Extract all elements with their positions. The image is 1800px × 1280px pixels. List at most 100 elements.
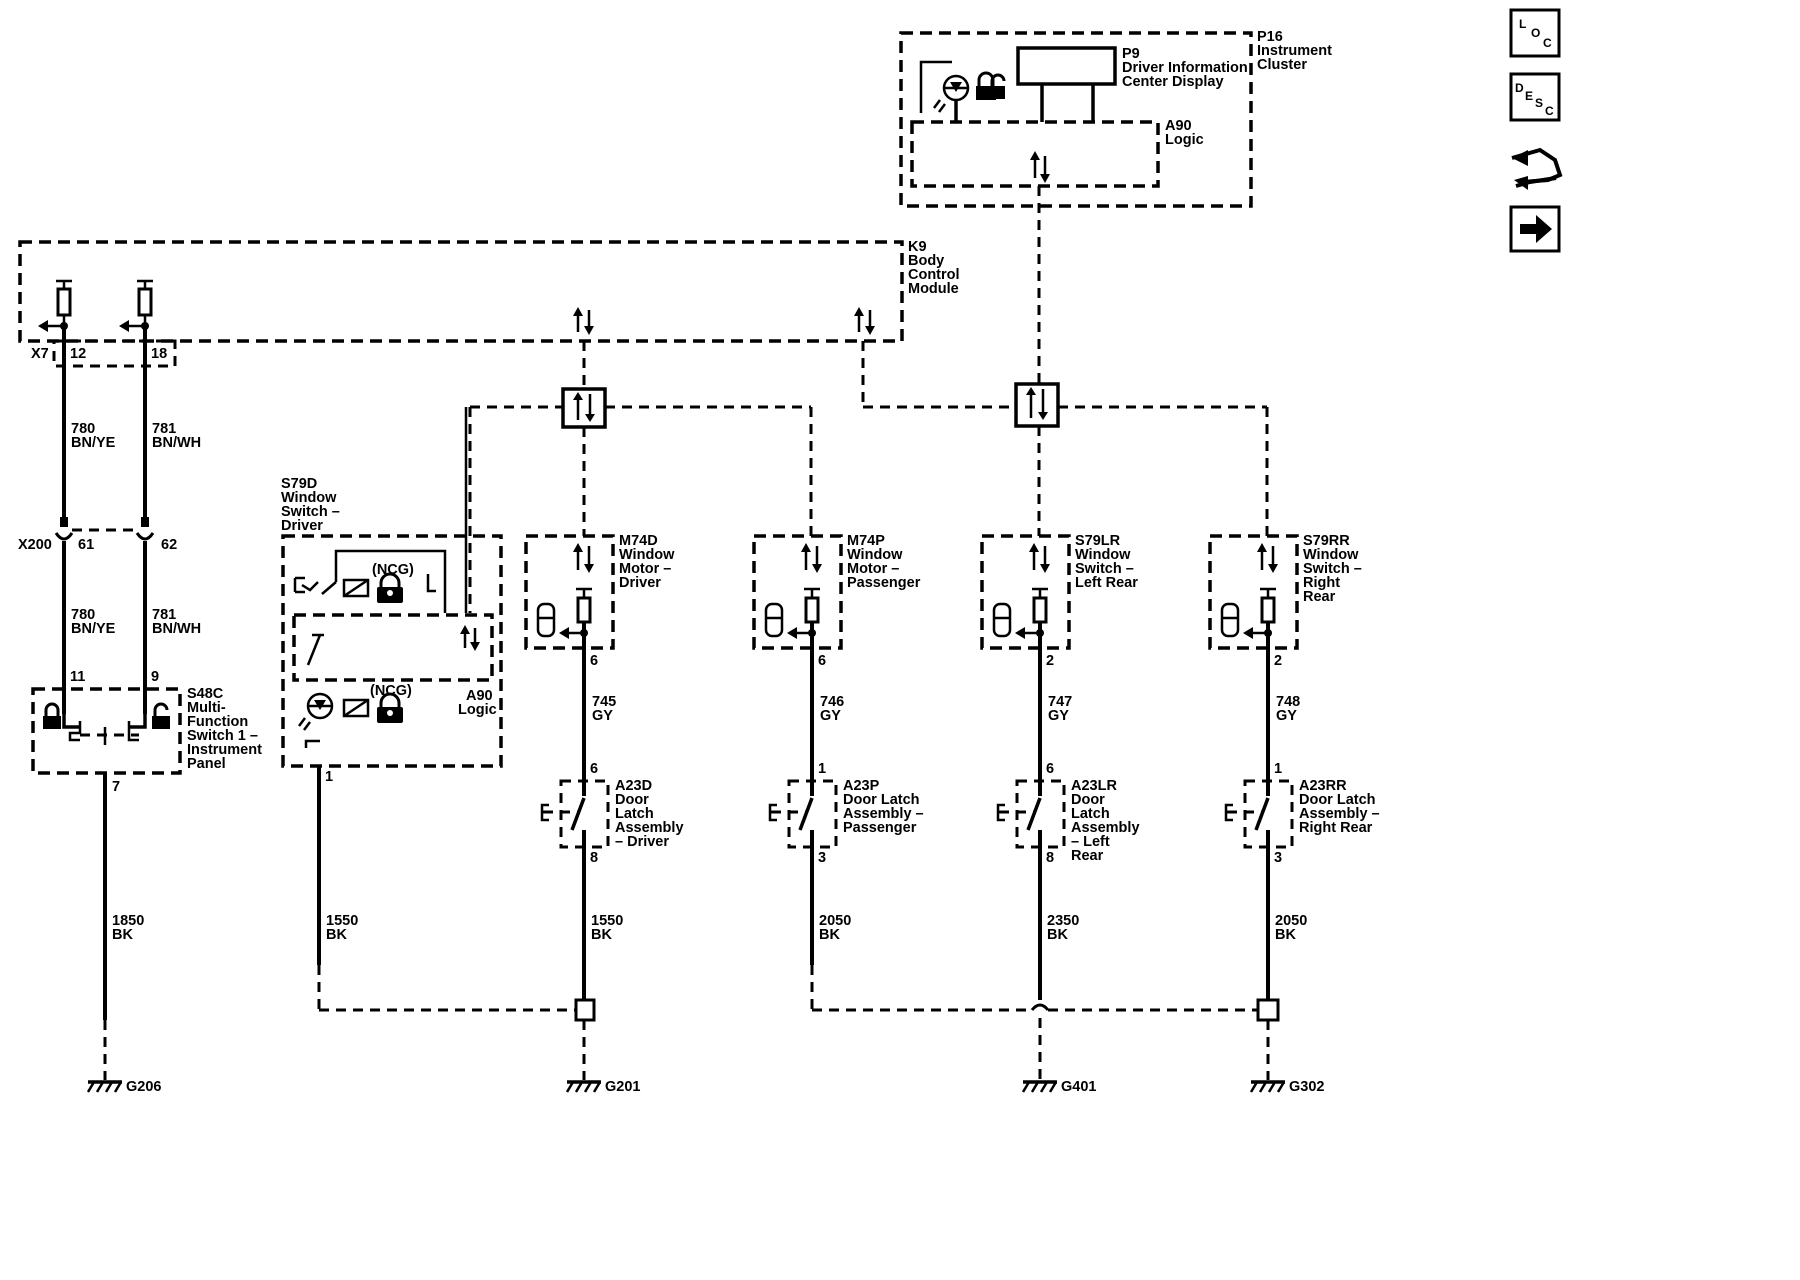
desc-letter-3: S <box>1535 96 1543 110</box>
w1550-switch-circuit: 1550 <box>326 913 358 929</box>
m74p-name-2: Motor – <box>847 561 899 577</box>
m74p-id: M74P <box>847 533 885 549</box>
s79d-id: S79D <box>281 476 317 492</box>
a23lr-name-3: Assembly <box>1071 820 1140 836</box>
a23lr-pin-out: 8 <box>1046 850 1054 866</box>
loc-letter-3: C <box>1543 36 1552 50</box>
g401-label: G401 <box>1061 1079 1096 1095</box>
window-icon <box>342 698 370 718</box>
p9-id: P9 <box>1122 46 1140 62</box>
w746-color: GY <box>820 708 841 724</box>
s79d-name-3: Driver <box>281 518 323 534</box>
s79d-window-switch-driver: S79D Window Switch – Driver (NCG) A90 Lo… <box>281 407 503 785</box>
g206-label: G206 <box>126 1079 161 1095</box>
w781-lower-circuit: 781 <box>152 607 176 623</box>
a23rr-pin-out: 3 <box>1274 850 1282 866</box>
splice-g201 <box>574 998 596 1022</box>
w2050-rr-circuit: 2050 <box>1275 913 1307 929</box>
s79rr-id: S79RR <box>1303 533 1350 549</box>
a23d-pin-in: 6 <box>590 761 598 777</box>
a23d-door-latch-driver: 6 8 A23D Door Latch Assembly – Driver <box>540 761 684 866</box>
a23p-id: A23P <box>843 778 880 794</box>
p9-name-2: Center Display <box>1122 74 1224 90</box>
w781-upper-circuit: 781 <box>152 421 176 437</box>
m74d-pin-out: 6 <box>590 653 598 669</box>
s79rr-pin-out: 2 <box>1274 653 1282 669</box>
description-button[interactable]: D E S C <box>1509 72 1561 122</box>
vehicle-door-icon <box>536 602 556 638</box>
a23rr-name-3: Right Rear <box>1299 820 1373 836</box>
a90-cluster-name: Logic <box>1165 132 1204 148</box>
x7-pin-780: 12 <box>70 346 86 362</box>
lock-icon <box>976 71 1006 100</box>
gy-signal-wires: 6 745 GY 6 746 GY 2 747 GY 2 748 GY <box>582 648 1300 781</box>
m74d-window-motor-driver: M74D Window Motor – Driver <box>524 533 675 650</box>
m74p-window-motor-passenger: M74P Window Motor – Passenger <box>752 533 921 650</box>
a23lr-pin-in: 6 <box>1046 761 1054 777</box>
k9-name-2: Control <box>908 267 960 283</box>
s48c-name-4: Instrument <box>187 742 262 758</box>
a23p-door-latch-passenger: 1 3 A23P Door Latch Assembly – Passenger <box>768 761 924 866</box>
w780-lower-color: BN/YE <box>71 621 116 637</box>
w748-circuit: 748 <box>1276 694 1300 710</box>
a23lr-name-5: Rear <box>1071 848 1104 864</box>
s79d-ncg-bottom: (NCG) <box>370 683 412 699</box>
k9-name-3: Module <box>908 281 959 297</box>
a23lr-name-1: Door <box>1071 792 1105 808</box>
k9-input-780 <box>38 279 72 332</box>
a23rr-name-2: Assembly – <box>1299 806 1380 822</box>
w2350-color: BK <box>1047 927 1068 943</box>
a23lr-id: A23LR <box>1071 778 1117 794</box>
m74d-name-1: Window <box>619 547 675 563</box>
w2050-p-color: BK <box>819 927 840 943</box>
a23rr-pin-in: 1 <box>1274 761 1282 777</box>
s79d-pin-ground: 1 <box>325 769 333 785</box>
s79lr-name-3: Left Rear <box>1075 575 1138 591</box>
s48c-name-2: Function <box>187 714 248 730</box>
w1550-latch-circuit: 1550 <box>591 913 623 929</box>
splice-pack-1 <box>561 387 607 429</box>
w745-circuit: 745 <box>592 694 616 710</box>
s48c-name-5: Panel <box>187 756 226 772</box>
p9-name-1: Driver Information <box>1122 60 1248 76</box>
next-button[interactable] <box>1509 205 1561 253</box>
child-lock-icon <box>377 692 403 723</box>
w2050-p-circuit: 2050 <box>819 913 851 929</box>
k9-input-781 <box>119 279 153 332</box>
s48c-pin-ground: 7 <box>112 779 120 795</box>
desc-letter-1: D <box>1515 81 1524 95</box>
a23d-name-3: Assembly <box>615 820 684 836</box>
a23d-name-1: Door <box>615 792 649 808</box>
s79lr-id: S79LR <box>1075 533 1121 549</box>
schematic-diagram: P16 Instrument Cluster P9 Driver Informa… <box>18 8 1563 1095</box>
w1550-latch-color: BK <box>591 927 612 943</box>
m74p-pin-out: 6 <box>818 653 826 669</box>
connector-x7: X7 12 18 <box>31 339 177 368</box>
w747-circuit: 747 <box>1048 694 1072 710</box>
a90-switch-name: Logic <box>458 702 497 718</box>
a90-cluster-logic-box <box>910 120 1160 188</box>
k9-id: K9 <box>908 239 927 255</box>
connector-icon <box>1512 150 1528 166</box>
s79lr-name-1: Window <box>1075 547 1131 563</box>
location-button[interactable]: L O C <box>1509 8 1561 58</box>
w747-color: GY <box>1048 708 1069 724</box>
a23p-pin-in: 1 <box>818 761 826 777</box>
a23d-pin-out: 8 <box>590 850 598 866</box>
connector-view-button[interactable] <box>1511 147 1563 190</box>
splice-pack-2 <box>1014 382 1060 428</box>
child-lock-icon <box>377 572 403 603</box>
ground-symbol-icon <box>86 1080 123 1093</box>
s79lr-name-2: Switch – <box>1075 561 1134 577</box>
serial-data-bus <box>468 186 1269 613</box>
s48c-id: S48C <box>187 686 224 702</box>
x200-label: X200 <box>18 537 52 553</box>
lock-icon <box>43 702 61 729</box>
vehicle-door-icon <box>1220 602 1240 638</box>
a23lr-door-latch-left-rear: 6 8 A23LR Door Latch Assembly – Left Rea… <box>996 761 1140 866</box>
a23d-name-4: – Driver <box>615 834 669 850</box>
w780-upper-circuit: 780 <box>71 421 95 437</box>
a23p-name-2: Assembly – <box>843 806 924 822</box>
m74d-id: M74D <box>619 533 658 549</box>
window-icon <box>342 578 370 598</box>
